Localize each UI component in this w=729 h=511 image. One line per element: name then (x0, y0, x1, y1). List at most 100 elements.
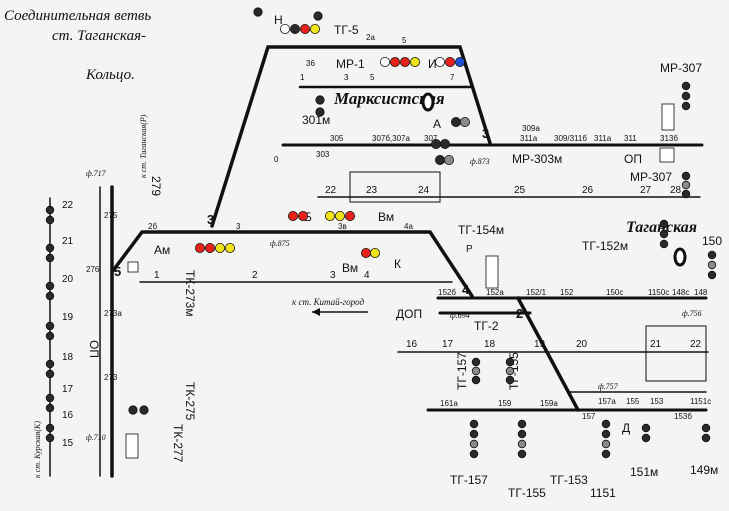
signal-lamp (253, 7, 263, 17)
signal-lamp (450, 117, 461, 128)
signal-lamp (430, 138, 441, 149)
label-2-low: 2 (252, 270, 258, 281)
signal-b-label: Б (304, 210, 312, 224)
label-309a: 309а (522, 124, 540, 133)
label-2b: 2б (148, 222, 157, 231)
signal-150-label: 150 (702, 234, 722, 248)
signal-lamp (315, 95, 325, 105)
signal-lamp (505, 357, 515, 367)
signal-lamp (45, 331, 55, 341)
label-1: 1 (300, 73, 305, 82)
signal-lamp (681, 81, 691, 91)
signal-lamp (659, 219, 669, 229)
signal-lamp (471, 375, 481, 385)
signal-lamp (224, 242, 235, 253)
signal-lamp (701, 433, 711, 443)
signal-lamp (369, 247, 380, 258)
signal-i-label: И (428, 57, 437, 71)
label-0: 0 (274, 155, 279, 164)
switch-4: 4 (462, 282, 470, 297)
label-20: 20 (576, 339, 588, 350)
label-311: 311 (624, 134, 637, 143)
label-27: 27 (640, 185, 652, 196)
label-17: 17 (442, 339, 454, 350)
main-track-upper (110, 230, 474, 298)
signal-lamp (439, 138, 450, 149)
station-marksistskaya: Марксистская (333, 89, 445, 108)
signal-lamp (45, 215, 55, 225)
label-v22: 22 (62, 200, 74, 211)
arrow-head-left-icon (312, 308, 320, 316)
signal-lamp (454, 57, 465, 68)
label-25: 25 (514, 185, 526, 196)
signal-tg157-label: ТГ-157 (450, 473, 488, 487)
signal-tk277-label: ТК-277 (171, 424, 185, 463)
signal-lamp (313, 11, 323, 21)
signal-lamp (469, 419, 479, 429)
signal-tg157-up-label: ТГ-157 (455, 352, 469, 390)
signal-lamp (45, 369, 55, 379)
signal-149m-label: 149м (690, 463, 718, 477)
signal-lamp (399, 57, 410, 68)
signal-op-left-label: ОП (87, 340, 101, 358)
signal-lamp (45, 243, 55, 253)
signal-lamp (707, 260, 717, 270)
signal-lamp (701, 423, 711, 433)
relay-boxes (125, 103, 675, 459)
label-f694: ф.694 (450, 311, 470, 320)
label-2a: 2а (366, 33, 375, 42)
label-273: 273 (104, 373, 118, 382)
label-f873: ф.873 (470, 157, 490, 166)
signal-lamp (601, 439, 611, 449)
label-311a-2: 311а (594, 134, 612, 143)
signal-lamp (641, 433, 651, 443)
label-v19: 19 (62, 312, 74, 323)
signal-lamp (315, 107, 325, 117)
signal-lamp (681, 180, 691, 190)
signal-lamp (45, 291, 55, 301)
label-157a: 157а (598, 397, 616, 406)
signal-lamp (505, 375, 515, 385)
signal-lamp (681, 171, 691, 181)
label-19: 19 (534, 339, 546, 350)
signal-lamp (444, 57, 455, 68)
signal-lamp (471, 357, 481, 367)
signal-lamp (443, 154, 454, 165)
label-152b: 152б (438, 288, 456, 297)
signal-lamp (517, 439, 527, 449)
label-1150c: 1150с (648, 288, 669, 297)
label-v20: 20 (62, 274, 74, 285)
signal-lamp (469, 439, 479, 449)
upper-branch-track (210, 45, 492, 228)
signal-lamp (279, 23, 290, 34)
signal-tg154m-label: ТГ-154м (458, 223, 504, 237)
label-1-low: 1 (154, 270, 160, 281)
label-22b: 22 (690, 339, 702, 350)
label-f717: ф.717 (86, 169, 107, 178)
signal-lamp (309, 23, 320, 34)
switch-3: 3 (207, 212, 214, 227)
signal-lights (45, 7, 717, 459)
label-36: 36 (306, 59, 315, 68)
signal-dop-label: ДОП (396, 307, 422, 321)
label-152: 152 (560, 288, 574, 297)
label-4-low: 4 (364, 270, 370, 281)
signal-lamp (360, 247, 371, 258)
signal-tg5-label: ТГ-5 (334, 23, 359, 37)
signal-lamp (659, 229, 669, 239)
signal-lamp (601, 429, 611, 439)
label-159a: 159а (540, 399, 558, 408)
label-v18: 18 (62, 352, 74, 363)
label-152-1: 152/1 (526, 288, 547, 297)
signal-lamp (45, 359, 55, 369)
label-313b: 313б (660, 134, 678, 143)
label-5b: 5 (370, 73, 375, 82)
label-v16: 16 (62, 410, 74, 421)
signal-lamp (45, 205, 55, 215)
signal-lamp (471, 366, 481, 376)
label-23: 23 (366, 185, 378, 196)
signal-lamp (434, 57, 445, 68)
label-f756: ф.756 (682, 309, 702, 318)
signal-lamp (344, 210, 355, 221)
